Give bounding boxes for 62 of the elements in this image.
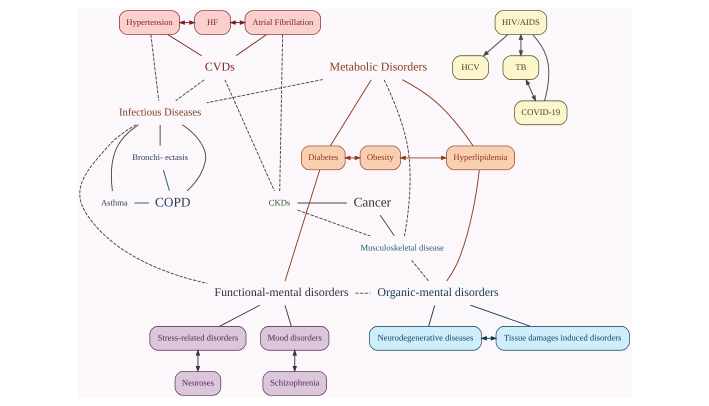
connector [470, 304, 531, 327]
connector [446, 169, 480, 282]
arrow [178, 20, 196, 25]
node-text: CVDs [204, 60, 235, 74]
node-text: Musculoskeletal disease [360, 242, 444, 252]
connector [167, 34, 202, 56]
connector [411, 260, 429, 282]
node-box: HIV/AIDS [494, 10, 548, 35]
connector [297, 202, 348, 204]
node-box: TB [502, 55, 540, 80]
node-box: Obesity [360, 146, 401, 170]
node-box: Mood disorders [260, 326, 330, 351]
node-box: Schizophrenia [262, 371, 327, 396]
connector [380, 214, 395, 236]
node-box: Stress-related disorders [150, 326, 246, 351]
connector [330, 79, 372, 146]
node-text: Metabolic Disorders [329, 60, 428, 74]
node-text: Bronchi- ectasis [132, 152, 188, 162]
arrow [482, 34, 508, 57]
connector [150, 34, 160, 102]
arrow [292, 349, 298, 373]
node-box: COVID-19 [514, 100, 568, 126]
connector [134, 202, 150, 204]
node-text: Infectious Diseases [119, 107, 202, 118]
connector [384, 79, 411, 237]
connector [175, 79, 205, 102]
connector [236, 34, 267, 56]
arrow [518, 33, 524, 57]
node-box: Diabetes [301, 146, 346, 170]
connector [224, 79, 275, 192]
node-box: Tissue damages induced disorders [496, 326, 630, 351]
arrow [399, 156, 448, 160]
connector [532, 34, 550, 102]
connector [428, 304, 436, 327]
connector [110, 124, 139, 192]
arrow [196, 349, 200, 373]
connector [219, 304, 260, 327]
node-box: Hyperlipidemia [446, 146, 515, 170]
node-text: Asthma [100, 197, 128, 208]
connector [160, 124, 161, 146]
connector [402, 79, 474, 146]
node-box: HCV [452, 55, 489, 80]
node-text: Cancer [354, 194, 392, 210]
node-box: HF [194, 10, 231, 35]
node-text: Organic-mental disorders [377, 285, 499, 300]
connector [284, 304, 292, 327]
connector [182, 124, 206, 192]
connector [162, 170, 170, 192]
node-text: Functional-mental disorders [214, 285, 349, 300]
connector [279, 34, 284, 192]
connector [79, 124, 208, 284]
node-box: Hypertension [119, 10, 180, 35]
arrow [526, 78, 536, 102]
connector [355, 292, 371, 294]
node-box: Atrial Fibrillation [244, 10, 321, 35]
connector [206, 79, 324, 104]
connector [297, 210, 371, 237]
connector [284, 170, 320, 282]
node-text: COPD [155, 194, 190, 210]
node-text: CKDs [268, 197, 290, 208]
node-box: Neurodegenerative diseases [369, 326, 482, 351]
node-box: Neuroses [174, 371, 222, 396]
